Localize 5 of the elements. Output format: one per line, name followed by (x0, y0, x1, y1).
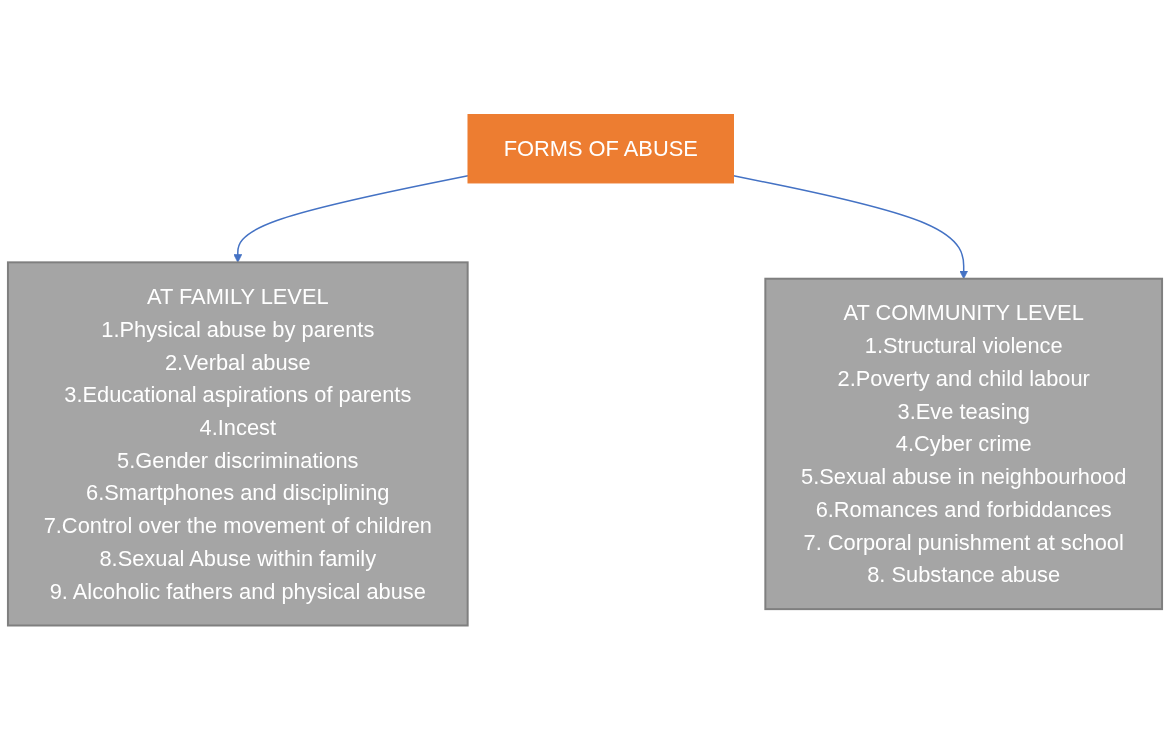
node-box: AT FAMILY LEVEL 1.Physical abuse by parents 2.Verbal abuse 3.Educational aspirations of parents 4.Incest 5.Gender discriminations 6.Smartphones and disciplining 7.Control over the movement of children 8.Sexual Abuse within family 9. Alcoholic fathers and physical abuse (6, 261, 469, 627)
node-box: AT COMMUNITY LEVEL 1.Structural violence 2.Poverty and child labour 3.Eve teasing 4.Cyber crime 5.Sexual abuse in neighbourhood 6.Romances and forbiddances 7. Corporal punishment at school 8. Substance abuse (764, 277, 1164, 611)
node-box: FORMS OF ABUSE (467, 114, 734, 184)
arrow (732, 175, 969, 280)
arrow (233, 175, 469, 263)
